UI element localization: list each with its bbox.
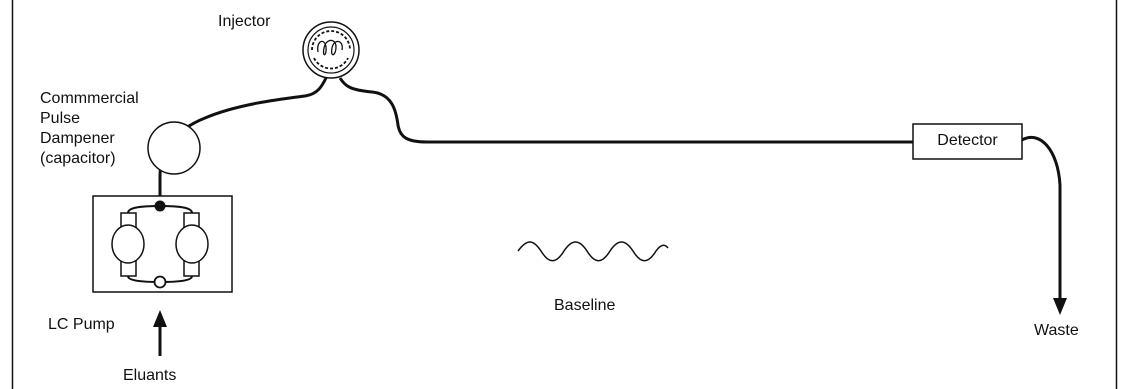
- dampener-label-line3: Dampener: [40, 130, 115, 147]
- injector-label: Injector: [218, 13, 271, 30]
- dampener-label-line1: Commmercial: [40, 90, 139, 107]
- dampener-label-line2: Pulse: [40, 110, 81, 127]
- diagram-frame: [11, 0, 1118, 389]
- dampener-label-line4: (capacitor): [40, 150, 116, 167]
- baseline-wave: [517, 241, 669, 262]
- pulse-dampener-circle: [147, 121, 201, 175]
- detector-label: Detector: [937, 132, 998, 149]
- injector-to-detector-tube: [338, 77, 913, 144]
- injector-valve: [302, 21, 360, 79]
- pump-inlet-check-valve: [153, 275, 167, 289]
- baseline-label: Baseline: [554, 297, 616, 314]
- detector-box: [912, 123, 1023, 160]
- eluants-arrowhead: [153, 310, 167, 327]
- eluants-label: Eluants: [123, 367, 177, 384]
- lc-pump-label: LC Pump: [48, 316, 115, 333]
- waste-label: Waste: [1034, 322, 1079, 339]
- lc-pump: [92, 195, 233, 293]
- waste-arrowhead: [1053, 298, 1067, 315]
- detector-to-waste-tube: [1021, 135, 1062, 300]
- pump-outlet-check-valve: [154, 200, 166, 212]
